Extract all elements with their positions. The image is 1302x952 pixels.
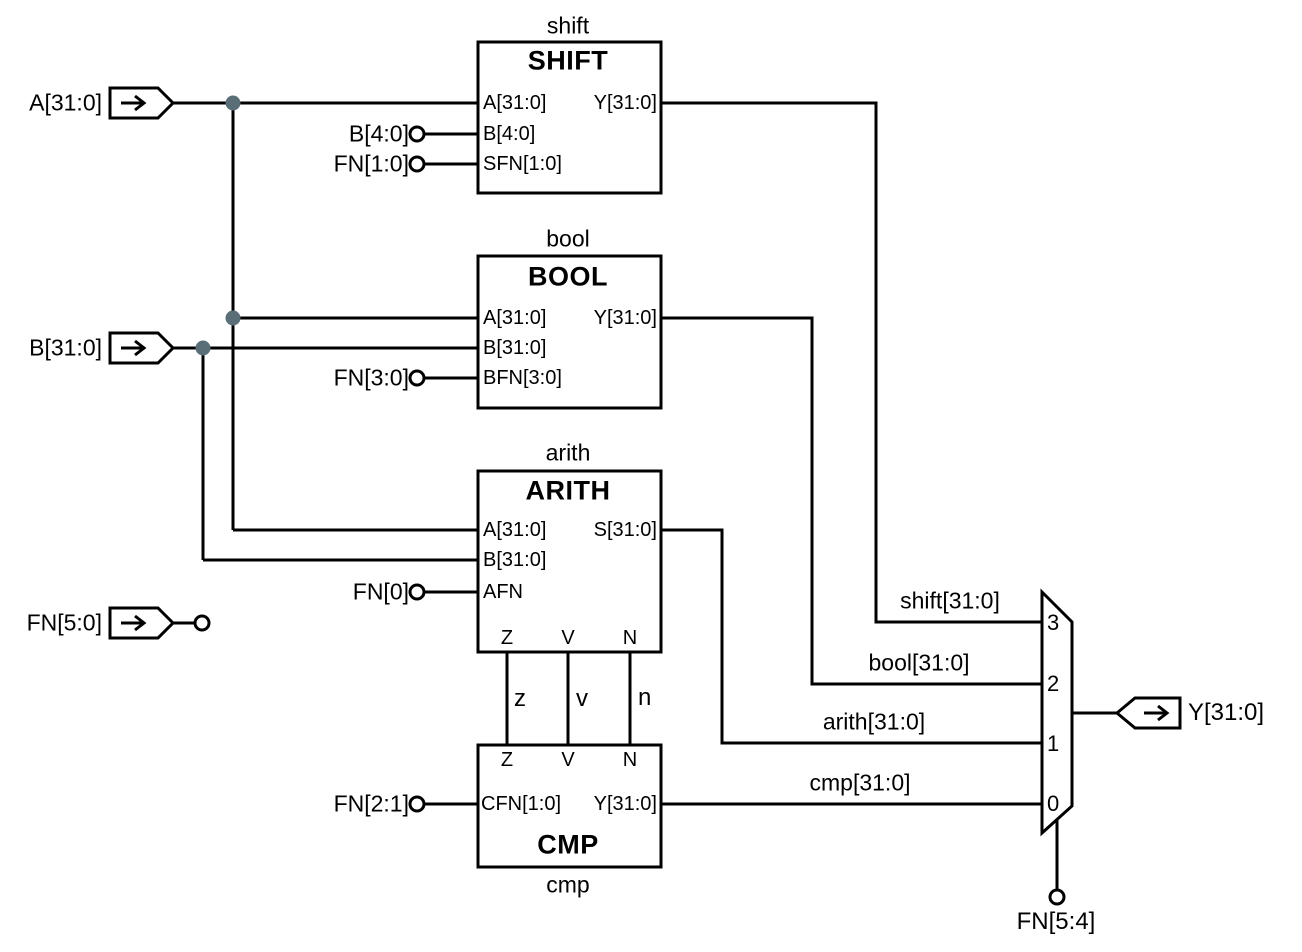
arith-port-b: B[31:0] (483, 549, 547, 571)
mux-input-1-label: 1 (1047, 731, 1060, 756)
splitter-circle (1048, 888, 1066, 906)
shift-module-box (476, 40, 663, 195)
flag-v-label: v (576, 685, 588, 712)
input-fn-label: FN[5:0] (26, 609, 102, 636)
bool-title: BOOL (528, 261, 608, 292)
arrow-icon (121, 339, 147, 357)
junction-dot (225, 95, 241, 111)
net-label-cmp: cmp[31:0] (809, 769, 911, 796)
splitter-circle (193, 614, 211, 632)
wire-shift-y (661, 101, 1042, 624)
stub-label-fn0: FN[0] (352, 578, 409, 605)
mux-input-3-label: 3 (1047, 610, 1060, 635)
arith-module-box (476, 469, 663, 654)
shift-port-b: B[4:0] (483, 123, 536, 145)
bool-instance-label: bool (546, 225, 590, 252)
arrow-icon (121, 614, 147, 632)
junction-dot (195, 340, 211, 356)
mux-shape (1040, 588, 1074, 837)
bool-port-a: A[31:0] (483, 307, 547, 329)
splitter-circle (408, 795, 426, 813)
wire-net-a (173, 101, 478, 532)
cmp-title: CMP (537, 829, 599, 860)
shift-port-a: A[31:0] (483, 92, 547, 114)
cmp-port-cfn: CFN[1:0] (481, 793, 562, 815)
stub-label-fn30: FN[3:0] (333, 364, 409, 391)
splitter-circle (408, 583, 426, 601)
arrow-icon (1144, 704, 1170, 722)
wire-bool-y (661, 316, 1042, 686)
arith-port-s: S[31:0] (593, 519, 657, 541)
wire-net-b (173, 346, 478, 562)
bool-port-y: Y[31:0] (593, 307, 657, 329)
stub-label-fn21: FN[2:1] (333, 790, 409, 817)
wire-arith-s (661, 528, 1042, 745)
splitter-circle (408, 369, 426, 387)
splitter-circle (408, 155, 426, 173)
arith-port-n: N (622, 627, 638, 649)
shift-port-fn: SFN[1:0] (483, 153, 562, 175)
net-label-shift: shift[31:0] (900, 587, 1000, 614)
arith-port-z: Z (500, 627, 514, 649)
flag-z-label: z (514, 685, 526, 712)
mux-input-0-label: 0 (1047, 791, 1060, 816)
stub-label-fn54: FN[5:4] (1016, 908, 1096, 935)
bool-port-fn: BFN[3:0] (483, 367, 562, 389)
arith-port-fn: AFN (483, 581, 523, 603)
cmp-module-box (476, 743, 663, 869)
cmp-port-v: V (561, 749, 575, 771)
cmp-port-n: N (622, 749, 638, 771)
input-a-label: A[31:0] (29, 89, 102, 116)
arith-title: ARITH (525, 475, 611, 506)
arith-port-a: A[31:0] (483, 519, 547, 541)
shift-instance-label: shift (546, 12, 590, 39)
net-label-arith: arith[31:0] (822, 708, 926, 735)
flag-n-label: n (638, 684, 652, 711)
cmp-port-y: Y[31:0] (593, 793, 657, 815)
splitter-circle (408, 125, 426, 143)
output-y-label: Y[31:0] (1188, 699, 1265, 726)
arith-port-v: V (561, 627, 575, 649)
bool-module-box (476, 254, 663, 410)
net-label-bool: bool[31:0] (868, 649, 970, 676)
stub-label-b40: B[4:0] (348, 120, 409, 147)
stub-label-fn10: FN[1:0] (333, 150, 409, 177)
mux-input-2-label: 2 (1047, 671, 1060, 696)
cmp-instance-label: cmp (546, 871, 590, 898)
bool-port-b: B[31:0] (483, 337, 547, 359)
junction-dot (225, 310, 241, 326)
shift-port-y: Y[31:0] (593, 92, 657, 114)
cmp-port-z: Z (500, 749, 514, 771)
arith-instance-label: arith (545, 439, 591, 466)
shift-title: SHIFT (527, 45, 609, 76)
input-b-label: B[31:0] (29, 334, 102, 361)
arrow-icon (121, 94, 147, 112)
